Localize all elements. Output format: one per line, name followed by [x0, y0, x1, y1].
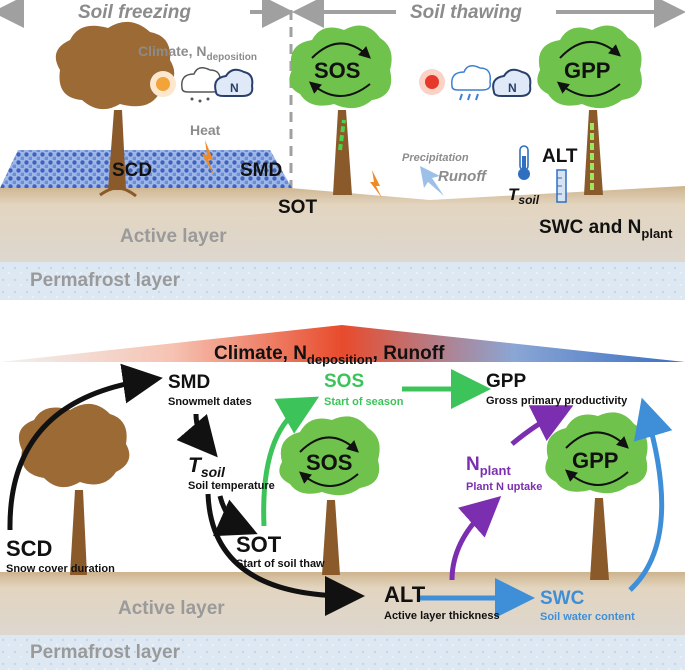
- bottom-permafrost-band: [0, 635, 685, 670]
- top-soil: [0, 186, 685, 262]
- phase-right-label: Soil thawing: [410, 2, 522, 23]
- gpp-tree-top: GPP: [537, 25, 642, 195]
- top-permafrost-band: [0, 262, 685, 300]
- top-permafrost-label: Permafrost layer: [30, 270, 181, 291]
- arrow-scd-smd: [7, 363, 163, 531]
- snow-cloud-icon: [181, 67, 222, 103]
- banner-label: Climate, Ndeposition, Runoff: [214, 343, 445, 367]
- alt-desc: Active layer thickness: [384, 610, 500, 622]
- arrow-alt-nplant: [449, 495, 502, 581]
- top-swc-label: SWC and Nplant: [539, 217, 673, 241]
- sun-icon-red: [419, 69, 445, 95]
- arrow-tsoil-sot: [213, 495, 258, 537]
- bottom-panel: Climate, Ndeposition, Runoff SOS GPP: [0, 325, 685, 670]
- climate-banner: [0, 325, 685, 362]
- arrow-swc-gpp: [628, 397, 673, 592]
- arrow-smd-tsoil: [176, 413, 218, 458]
- top-alt-label: ALT: [542, 146, 578, 167]
- top-active-layer-label: Active layer: [120, 226, 227, 247]
- smd-desc: Snowmelt dates: [168, 396, 252, 408]
- ruler-icon: [556, 169, 567, 203]
- thermometer-icon: [518, 145, 530, 180]
- tsoil-label: Tsoil: [188, 454, 226, 480]
- bottom-active-layer-label: Active layer: [118, 598, 225, 619]
- runoff-label: Runoff: [438, 168, 488, 185]
- scd-desc: Snow cover duration: [6, 563, 115, 575]
- sos-tree-top: SOS: [289, 25, 392, 195]
- sos-label: SOS: [324, 371, 364, 392]
- smd-label: SMD: [168, 372, 210, 393]
- svg-text:GPP: GPP: [564, 58, 610, 83]
- arrow-sot-sos: [261, 396, 320, 527]
- sot-label: SOT: [236, 532, 282, 557]
- svg-text:N: N: [508, 81, 517, 95]
- sun-icon: [150, 71, 176, 97]
- top-scd-label: SCD: [112, 160, 152, 181]
- tsoil-desc: Soil temperature: [188, 480, 275, 492]
- heat-arrow-icon-2: [370, 170, 382, 198]
- sos-tree-bottom: SOS: [279, 416, 380, 575]
- svg-text:N: N: [230, 81, 239, 95]
- svg-text:SOS: SOS: [306, 450, 352, 475]
- top-tsoil-label: Tsoil: [508, 185, 540, 207]
- nplant-label: Nplant: [466, 454, 511, 478]
- scd-label: SCD: [6, 536, 52, 561]
- bottom-permafrost-label: Permafrost layer: [30, 642, 181, 663]
- swc-label: SWC: [540, 588, 585, 609]
- rain-cloud-icon: [451, 65, 492, 101]
- gpp-desc: Gross primary productivity: [486, 395, 628, 407]
- phase-left-label: Soil freezing: [78, 2, 191, 23]
- gpp-tree-bottom: GPP: [545, 412, 648, 580]
- gpp-label: GPP: [486, 371, 526, 392]
- arrow-nplant-gpp: [510, 405, 574, 446]
- top-climate-label: Climate, Ndeposition: [138, 43, 257, 63]
- alt-label: ALT: [384, 582, 426, 607]
- arrow-tsoil-alt: [205, 493, 365, 616]
- sos-desc: Start of season: [324, 396, 404, 408]
- swc-desc: Soil water content: [540, 611, 635, 623]
- runoff-arrow-icon: [420, 166, 444, 196]
- heat-arrow-icon: [202, 140, 214, 176]
- brown-tree: [55, 21, 175, 198]
- heat-label: Heat: [190, 122, 221, 138]
- top-smd-label: SMD: [240, 160, 282, 181]
- snow-cover: [0, 150, 292, 188]
- top-panel: Soil freezing Soil thawing Climate, Ndep…: [0, 0, 685, 300]
- n-cloud-icon-top-right: N: [492, 68, 532, 97]
- n-cloud-icon-top-left: N: [214, 68, 254, 97]
- nplant-desc: Plant N uptake: [466, 481, 542, 493]
- top-sot-label: SOT: [278, 197, 317, 218]
- sot-desc: Start of soil thaw: [236, 558, 325, 570]
- svg-text:GPP: GPP: [572, 448, 618, 473]
- svg-text:SOS: SOS: [314, 58, 360, 83]
- precipitation-label: Precipitation: [402, 152, 469, 164]
